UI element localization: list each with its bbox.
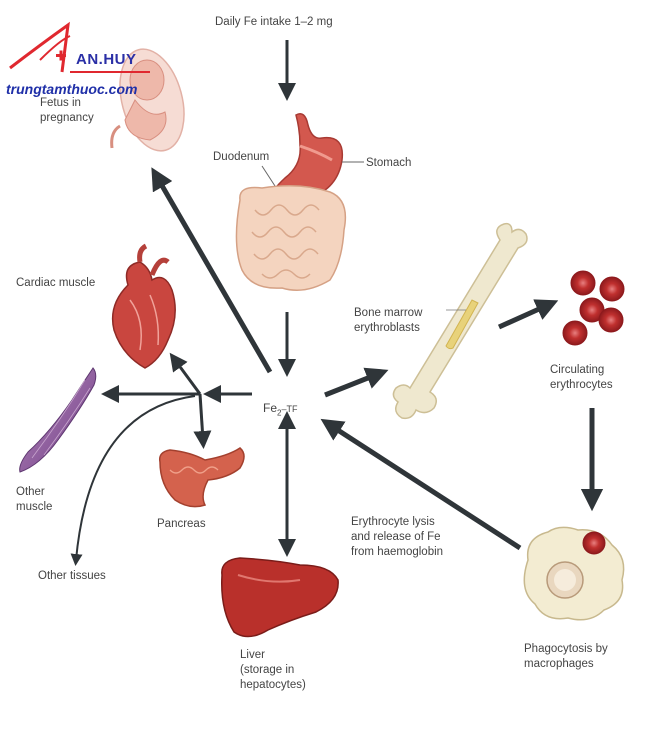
macrophage-illustration <box>523 526 625 621</box>
other-muscle-label: Other muscle <box>16 486 53 513</box>
fetus-illustration <box>110 48 185 152</box>
other-tissues-label: Other tissues <box>38 570 106 582</box>
muscle-illustration <box>19 367 97 473</box>
arrow-fetus <box>151 167 273 374</box>
arrow-cardiac <box>169 352 202 395</box>
watermark-brand: AN.HUY <box>76 51 137 68</box>
heart-illustration <box>111 243 176 369</box>
watermark-logo <box>9 21 150 73</box>
bone-marrow-label: Bone marrow erythroblasts <box>354 307 423 334</box>
watermark-site: trungtamthuoc.com <box>6 81 138 97</box>
arrow-bone-marrow <box>324 367 389 398</box>
fe-subscript: 2 <box>277 408 282 418</box>
arrow-other-tissues <box>70 395 196 566</box>
liver-illustration <box>221 557 339 638</box>
intake-label: Daily Fe intake 1–2 mg <box>215 16 333 28</box>
arrows <box>70 40 604 566</box>
arrow-recycling <box>320 418 522 551</box>
pancreas-illustration <box>158 447 245 508</box>
phagocytosis-label: Phagocytosis by macrophages <box>524 643 608 670</box>
duodenum-label: Duodenum <box>213 151 270 163</box>
lysis-label: Erythrocyte lysis and release of Fe from… <box>351 516 444 558</box>
pancreas-label: Pancreas <box>157 518 206 530</box>
liver-label: Liver (storage in hepatocytes) <box>240 649 306 691</box>
center-fe-tf-label: Fe2–TF <box>263 386 297 420</box>
stomach-label: Stomach <box>366 157 412 169</box>
erythrocytes-illustration <box>562 270 625 346</box>
circulating-erythrocytes-label: Circulating erythrocytes <box>550 364 613 391</box>
intestine-illustration <box>235 185 347 291</box>
arrow-to-circulation <box>497 299 559 330</box>
fe-text: Fe <box>263 401 278 415</box>
arrow-pancreas <box>193 393 212 449</box>
fetus-label: Fetus in pregnancy <box>40 97 94 124</box>
cardiac-muscle-label: Cardiac muscle <box>16 277 96 289</box>
bone-illustration <box>392 222 528 420</box>
tf-text: –TF <box>281 404 298 414</box>
